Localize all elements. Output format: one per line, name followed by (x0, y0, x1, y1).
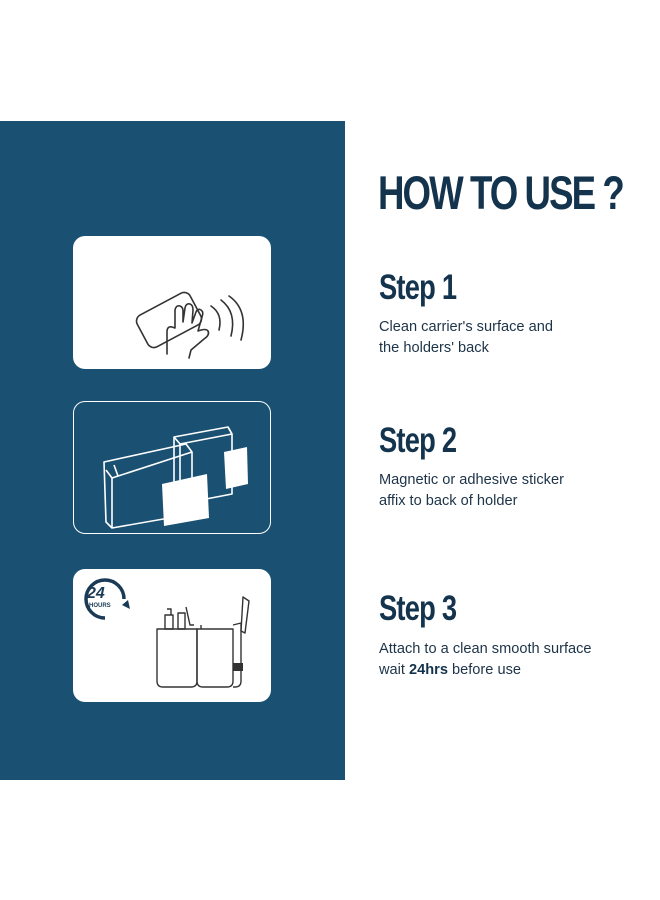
step-3-line-1: Attach to a clean smooth surface (379, 641, 592, 657)
page-title: HOW TO USE ? (378, 166, 625, 219)
step-2-illustration-card (73, 401, 271, 534)
step-1-line-2: the holders' back (379, 339, 489, 356)
badge-unit: HOURS (89, 603, 111, 609)
wipe-hand-icon (135, 291, 245, 359)
step-1-heading: Step 1 (379, 268, 457, 307)
blue-panel: 24 HOURS (0, 121, 345, 780)
step-1-line-1: Clean carrier's surface and (379, 319, 553, 335)
clock-24-hours-icon: 24 HOURS (84, 578, 130, 620)
mounted-holders-icon: 24 HOURS (84, 578, 250, 688)
badge-number: 24 (86, 585, 105, 602)
step-2-line-2: affix to back of holder (379, 492, 518, 509)
step-3-illustration-card: 24 HOURS (73, 569, 271, 702)
step-3-line-2-post: before use (447, 661, 521, 678)
step-2-line-1: Magnetic or adhesive sticker (379, 472, 564, 488)
step-3-line-2-pre: wait (379, 661, 410, 678)
step-2-text: Magnetic or adhesive sticker affix to ba… (379, 470, 564, 511)
step-2-heading: Step 2 (379, 421, 457, 460)
step-3-time: 24hrs (409, 661, 448, 678)
step-3-heading: Step 3 (379, 589, 457, 628)
step-3-line-2: wait 24hrs before use (379, 660, 592, 681)
step-1-illustration-card (73, 236, 271, 369)
step-1-text: Clean carrier's surface and the holders'… (379, 317, 553, 358)
step-3-text: Attach to a clean smooth surface wait 24… (379, 639, 592, 680)
holder-sticker-icon (103, 426, 248, 529)
